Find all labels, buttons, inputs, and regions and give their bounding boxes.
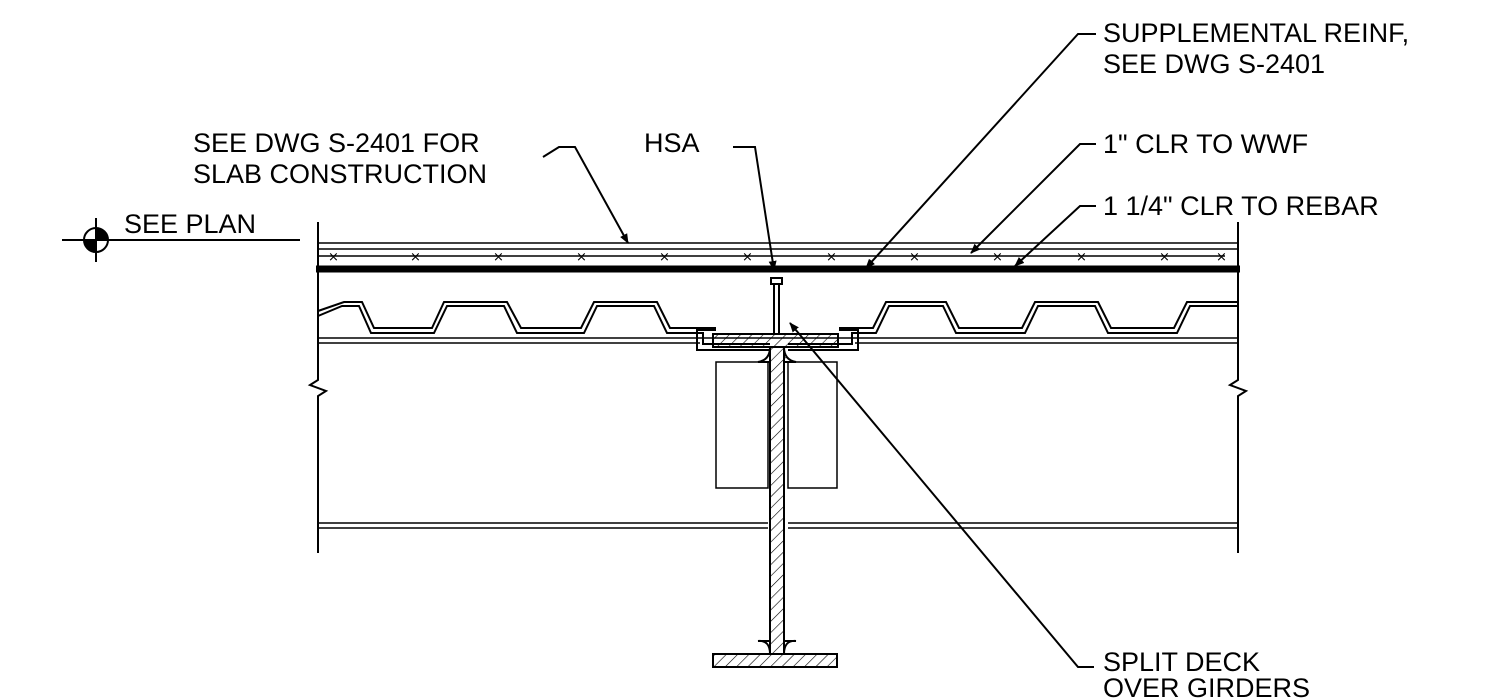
label-hsa: HSA (644, 128, 700, 158)
wwf-marker: × (1216, 250, 1227, 265)
leader-hsa (733, 146, 777, 271)
label-split-deck-line1: SPLIT DECK (1103, 647, 1260, 677)
annotations: SUPPLEMENTAL REINF, SEE DWG S-2401 SEE D… (124, 18, 1409, 699)
wwf-marker: × (659, 250, 670, 265)
break-lines (307, 222, 1249, 553)
leader-supplemental-reinf (865, 33, 1096, 269)
wwf-marker: × (1076, 250, 1087, 265)
metal-deck (317, 301, 1238, 351)
leader-split-deck (789, 322, 1094, 668)
label-clr-wwf: 1" CLR TO WWF (1103, 129, 1308, 159)
concrete-slab (316, 242, 1240, 344)
wwf-marker: × (909, 250, 920, 265)
label-split-deck-line2: OVER GIRDERS (1103, 673, 1310, 699)
girder-web (769, 346, 785, 655)
leader-clr-rebar (1014, 205, 1096, 267)
wwf-marker: × (328, 250, 339, 265)
wwf-marker: × (992, 250, 1003, 265)
wwf-marker: × (826, 250, 837, 265)
wwf-marker: × (742, 250, 753, 265)
label-slab-note-line1: SEE DWG S-2401 FOR (193, 128, 480, 158)
steel-girder (712, 333, 839, 668)
wwf-marker: × (410, 250, 421, 265)
girder-top-flange (712, 333, 839, 348)
label-see-plan: SEE PLAN (124, 209, 256, 239)
beam-lines (318, 522, 1238, 529)
headed-stud-anchor (770, 277, 783, 334)
label-supplemental-reinf-line1: SUPPLEMENTAL REINF, (1103, 18, 1409, 48)
wwf-marker: × (493, 250, 504, 265)
connection-plates (715, 361, 838, 489)
label-slab-note-line2: SLAB CONSTRUCTION (193, 159, 487, 189)
section-reference-symbol (62, 218, 300, 262)
label-supplemental-reinf-line2: SEE DWG S-2401 (1103, 49, 1325, 79)
wwf-marker: × (1159, 250, 1170, 265)
leader-clr-wwf (970, 143, 1096, 254)
label-clr-rebar: 1 1/4" CLR TO REBAR (1103, 191, 1379, 221)
girder-bottom-flange (712, 653, 838, 668)
leader-slab-construction (542, 146, 629, 244)
leader-lines (542, 33, 1096, 668)
wwf-marker: × (576, 250, 587, 265)
